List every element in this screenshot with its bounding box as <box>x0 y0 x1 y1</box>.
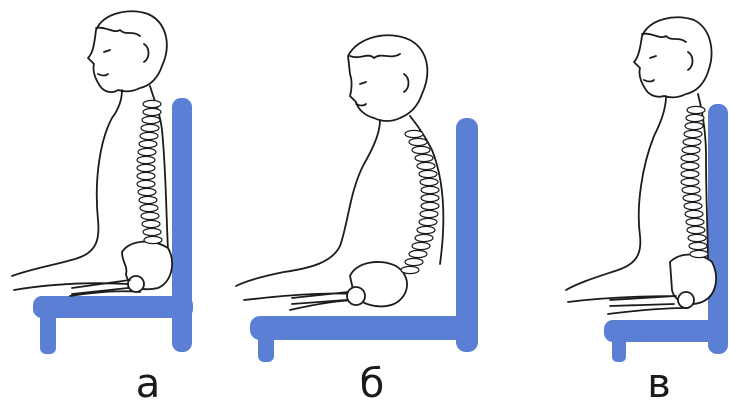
chair-b <box>250 118 478 362</box>
spine-a <box>137 100 162 243</box>
chair-a <box>33 98 193 354</box>
chair-c <box>604 104 728 362</box>
caption-a: а <box>118 362 178 406</box>
figure-b <box>236 35 478 362</box>
figure-c <box>566 17 728 362</box>
figure-a <box>12 11 193 354</box>
caption-c: в <box>629 362 689 406</box>
caption-b: б <box>342 362 402 406</box>
